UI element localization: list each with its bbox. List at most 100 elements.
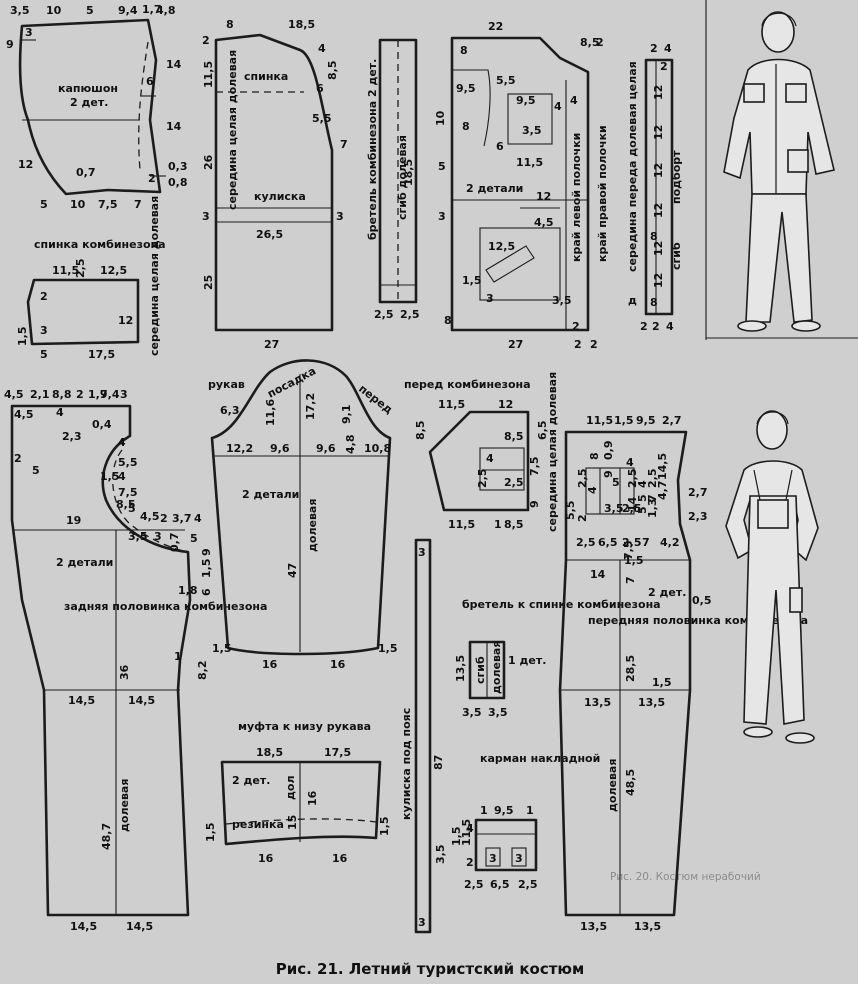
ob-dim: 1,9	[88, 388, 108, 401]
facing-dim: д	[628, 294, 637, 307]
of-dim: 2,5	[576, 536, 596, 549]
front-dim: 4	[570, 94, 578, 107]
strap-dim: 18,5	[402, 159, 415, 186]
front-piece: 22 8 8,5 2 9,5 5,5 9,5 4 3,5 11,5 10 8 6…	[434, 20, 609, 351]
casing-title: кулиска под пояс	[400, 708, 413, 820]
hood-dim: 2	[148, 172, 156, 185]
front-dim: 2	[590, 338, 598, 351]
ob-dim: 2,3	[62, 430, 82, 443]
back-strap-grain: долевая	[490, 641, 503, 694]
of-dim: 13,5	[580, 920, 607, 933]
illustration-overalls-man	[725, 410, 819, 744]
pocket-dim: 6,5	[490, 878, 510, 891]
ob-dim: 3	[154, 530, 162, 543]
facing-dim: 2	[660, 60, 668, 73]
ob-dim: 14,5	[70, 920, 97, 933]
facing-title: середина переда долевая целая	[626, 61, 639, 272]
facing-dim: 12	[652, 163, 665, 178]
strap-title: бретель комбинезона 2 дет.	[366, 59, 379, 240]
of-dim: 2,7	[688, 486, 708, 499]
hood-dim: 14	[166, 58, 182, 71]
front-dim: 8	[460, 44, 468, 57]
front-dim: 12,5	[488, 240, 515, 253]
front-dim: 5,5	[496, 74, 516, 87]
back-dim: 7	[340, 138, 348, 151]
of-dim: 1,5	[614, 414, 634, 427]
front-dim: 1,5	[462, 274, 482, 287]
ob-dim: 0,7	[168, 533, 181, 553]
front-count: 2 детали	[466, 182, 523, 195]
back-dim: 2	[202, 34, 210, 47]
ob-dim: 4,5	[140, 510, 160, 523]
of-dim: 4	[636, 480, 649, 488]
pocket-dim: 1	[480, 804, 488, 817]
of-dim: 28,5	[624, 655, 637, 682]
cuff-dim: 1,5	[204, 823, 217, 843]
of-dim: 3,5	[604, 502, 624, 515]
illustration-jacket-man	[723, 11, 835, 332]
sleeve-dim: 1,5	[378, 642, 398, 655]
yoke-dim: 17,5	[88, 348, 115, 361]
hood-dim: 3,5	[10, 4, 30, 17]
of-dim: 1,5	[652, 676, 672, 689]
ob-dim: 4	[118, 436, 126, 449]
pocket-dim: 2	[466, 856, 474, 869]
ob-dim: 14,5	[128, 694, 155, 707]
ob-dim: 5,5	[118, 456, 138, 469]
of-dim: 5	[612, 476, 620, 489]
ob-dim: 0,4	[92, 418, 112, 431]
front-dim: 3	[438, 210, 446, 223]
bib-dim: 9	[528, 500, 541, 508]
bib-dim: 6,5	[536, 421, 549, 441]
back-strap-title-a: бретель к спинке комбинезона	[462, 598, 661, 611]
strap-dim: 2,5	[374, 308, 394, 321]
hood-dim: 3	[25, 26, 33, 39]
hood-dim: 9	[6, 38, 14, 51]
back-dim: 11,5	[202, 61, 215, 88]
front-dim: 4,5	[534, 216, 554, 229]
bib-dim: 4	[486, 452, 494, 465]
back-dim: 4	[318, 42, 326, 55]
front-dim: 9,5	[516, 94, 536, 107]
of-dim: 4	[586, 486, 599, 494]
facing-dim: 2	[640, 320, 648, 333]
strap-dim: 2,5	[400, 308, 420, 321]
ob-dim: 48,7	[100, 823, 113, 850]
hood-dim: 4,8	[156, 4, 176, 17]
sleeve-dim: 6,3	[220, 404, 240, 417]
figure-caption: Рис. 21. Летний туристский костюм	[276, 960, 585, 978]
of-dim: 1,5	[624, 554, 644, 567]
front-dim: 2	[572, 320, 580, 333]
casing-dim: 87	[432, 755, 445, 770]
hood-dim: 10	[70, 198, 86, 211]
cuff-title: муфта к низу рукава	[238, 720, 371, 733]
front-dim: 11,5	[516, 156, 543, 169]
back-dim: 5,5	[312, 112, 332, 125]
front-dim: 9,5	[456, 82, 476, 95]
of-dim: 9	[602, 470, 615, 478]
back-dim: 27	[264, 338, 279, 351]
ob-dim: 4,5	[14, 408, 34, 421]
ob-dim: 1,8	[178, 584, 198, 597]
front-edge-left: край левой полочки	[570, 133, 583, 262]
pocket-dim: 2,5	[518, 878, 538, 891]
hood-dim: 14	[166, 120, 182, 133]
hood-dim: 5	[86, 4, 94, 17]
casing-dim: 3	[418, 546, 426, 559]
front-edge-right: край правой полочки	[596, 125, 609, 262]
bib-dim: 11,5	[448, 518, 475, 531]
yoke-dim: 12	[118, 314, 133, 327]
ob-dim: 6	[200, 588, 213, 596]
cuff-dim: 16	[306, 790, 319, 806]
of-dim: 2	[576, 514, 589, 522]
back-drawstring-label: кулиска	[254, 190, 306, 203]
ob-count: 2 детали	[56, 556, 113, 569]
back-dim: 26,5	[256, 228, 283, 241]
pocket-dim: 11,5	[460, 819, 473, 846]
of-grain: долевая	[606, 759, 619, 812]
ob-dim: 3,7	[172, 512, 192, 525]
sleeve-piece: рукав посадка перед 6,3 11,6 17,2 9,1 12…	[208, 359, 398, 671]
of-dim: 5,5	[564, 501, 577, 521]
back-strap-piece: бретель к спинке комбинезона 13,5 сгиб д…	[454, 598, 661, 719]
of-dim: 0,9	[602, 441, 615, 461]
